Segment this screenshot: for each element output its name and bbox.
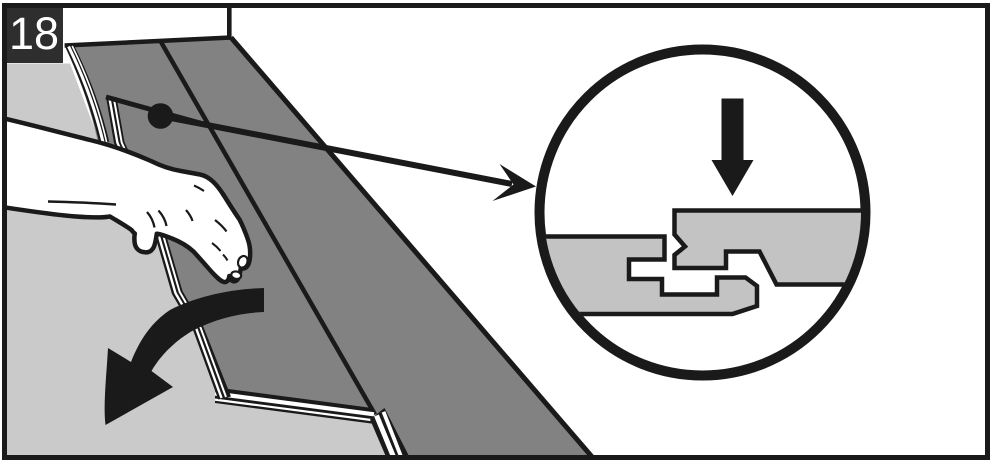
svg-text:18: 18 — [9, 8, 59, 59]
